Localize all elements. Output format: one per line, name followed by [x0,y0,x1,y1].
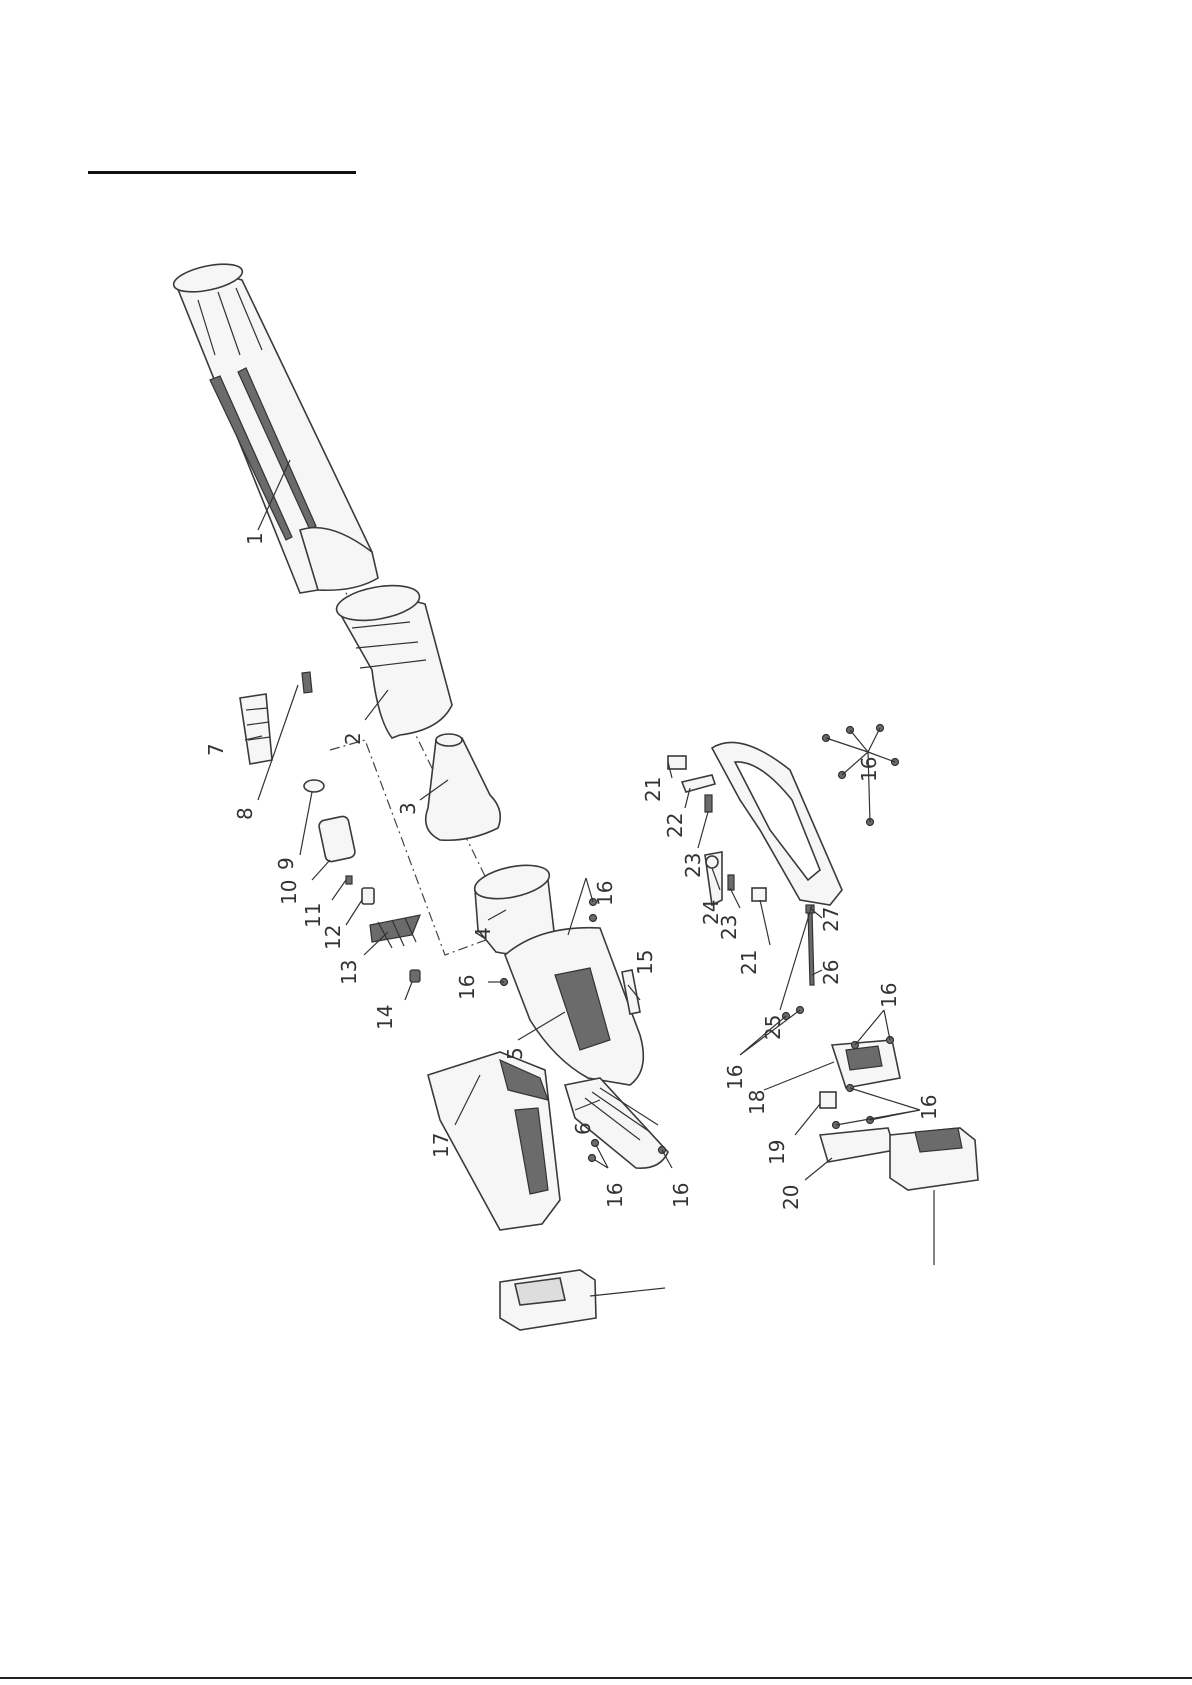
part-24-trigger [705,852,722,905]
callout-25: 25 [761,1015,785,1040]
callout-13: 13 [337,960,361,985]
callout-21b: 21 [737,950,761,975]
part-2-front-housing [334,580,452,738]
part-8-spring [302,672,312,693]
part-21-microswitch [668,756,686,769]
part-26-rod [808,910,814,985]
callout-16g: 16 [917,1095,941,1120]
part-9-washer [304,780,324,792]
callout-16a: 16 [593,881,617,906]
callout-7: 7 [204,743,228,756]
callout-2: 2 [341,732,365,745]
callout-16b: 16 [455,975,479,1000]
callout-16f: 16 [877,983,901,1008]
part-7-grille [240,694,272,764]
callout-21a: 21 [641,777,665,802]
part-11-pin [346,876,352,884]
callout-16d: 16 [669,1183,693,1208]
part-1-blow-tube [171,259,378,593]
part-12-coupler [362,888,374,904]
callout-26: 26 [819,960,843,985]
callout-9: 9 [274,857,298,870]
part-19-latch [820,1092,836,1108]
callout-18: 18 [745,1090,769,1115]
part-20-battery-cover [820,1128,895,1162]
callout-5: 5 [503,1047,527,1060]
callout-14: 14 [373,1005,397,1030]
part-13-impeller [370,915,420,948]
callout-6: 6 [571,1122,595,1135]
callout-16c: 16 [603,1183,627,1208]
callout-12: 12 [321,925,345,950]
callout-23b: 23 [717,915,741,940]
page-bottom-rule [0,1677,1192,1679]
callout-11: 11 [301,903,325,928]
callout-22: 22 [663,813,687,838]
part-18-latch-housing [832,1040,900,1088]
callout-23a: 23 [681,853,705,878]
part-23b-spring [728,875,734,890]
part-5-main-housing [505,928,643,1085]
callout-10: 10 [277,880,301,905]
part-3-cone [426,734,501,840]
part-21b-microswitch [752,888,766,901]
part-23-spring [705,795,712,812]
battery-pack [890,1128,978,1265]
part-14-nut [410,970,420,982]
callout-16e: 16 [723,1065,747,1090]
callout-1: 1 [243,532,267,545]
callout-17: 17 [429,1133,453,1158]
callout-19: 19 [765,1140,789,1165]
callout-16h: 16 [857,757,881,782]
part-22-lever [682,775,715,792]
part-10-motor [318,815,356,862]
callout-27: 27 [819,907,843,932]
callout-3: 3 [396,802,420,815]
callout-8: 8 [233,807,257,820]
callout-15: 15 [633,950,657,975]
charger [500,1270,665,1330]
callout-20: 20 [779,1185,803,1210]
callout-4: 4 [471,927,495,940]
